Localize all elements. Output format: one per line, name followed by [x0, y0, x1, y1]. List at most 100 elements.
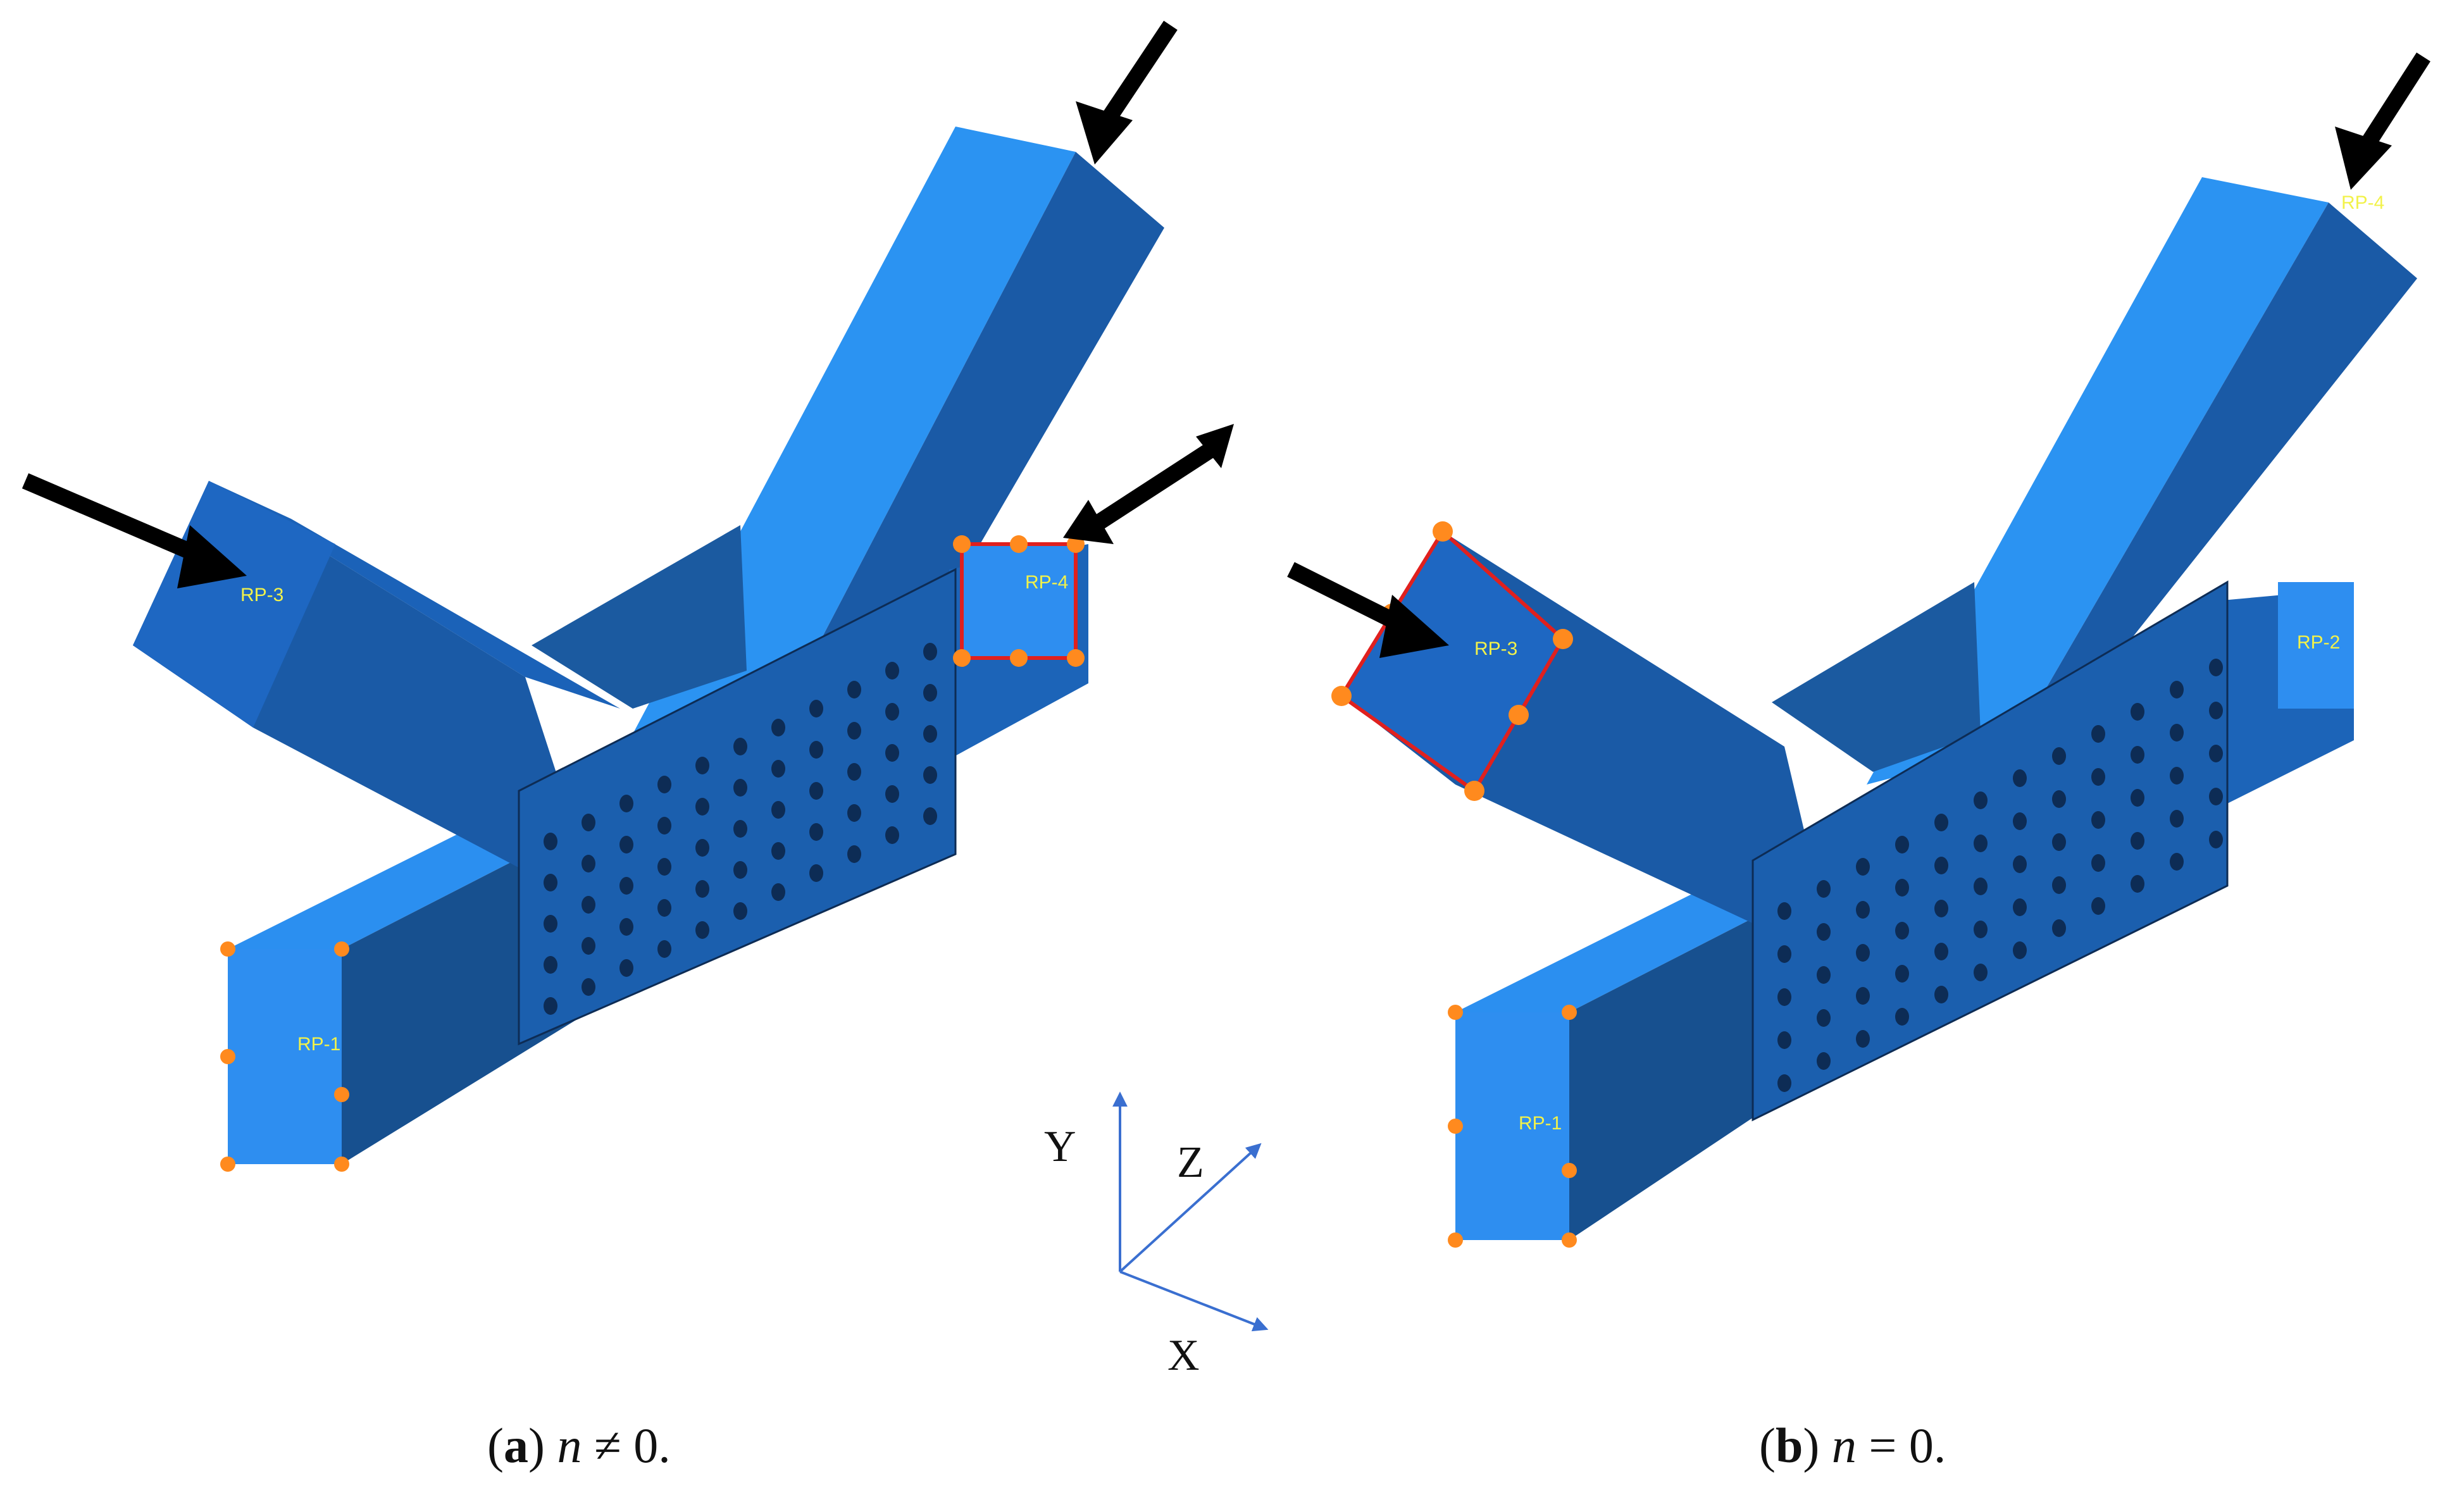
- bolt-hole: [695, 921, 709, 939]
- bolt-hole: [2170, 853, 2184, 871]
- panel-b-rp2-label: RP-2: [2297, 632, 2340, 653]
- bolt-hole: [544, 997, 557, 1015]
- bolt-hole: [1934, 814, 1948, 831]
- panel-b-diag-brace-light: [1867, 177, 2329, 785]
- bolt-hole: [582, 855, 595, 872]
- bolt-hole: [771, 842, 785, 860]
- bolt-hole: [1895, 836, 1909, 853]
- bolt-hole: [809, 741, 823, 759]
- x-axis-label: X: [1167, 1331, 1200, 1380]
- bolt-hole: [1817, 923, 1831, 941]
- bolt-hole: [2209, 659, 2223, 676]
- bolt-hole: [2170, 810, 2184, 828]
- bolt-hole: [582, 937, 595, 955]
- bolt-hole: [1856, 901, 1870, 919]
- panel-a-load-arrow-top: [1076, 20, 1178, 164]
- bolt-hole: [2170, 681, 2184, 698]
- bolt-hole: [1817, 966, 1831, 984]
- bolt-hole: [2013, 941, 2027, 959]
- bolt-hole: [1817, 1009, 1831, 1027]
- bolt-hole: [619, 836, 633, 853]
- panel-b-back-plate: [1772, 582, 1981, 772]
- panel-a-rp4-label: RP-4: [1025, 572, 1068, 593]
- bolt-hole: [733, 738, 747, 755]
- bolt-hole: [1895, 922, 1909, 940]
- bolt-hole: [809, 823, 823, 841]
- bolt-hole: [2091, 725, 2105, 743]
- bolt-hole: [2052, 790, 2066, 808]
- bolt-hole: [2091, 897, 2105, 915]
- panel-a-diag-brace-light: [633, 127, 1076, 734]
- bolt-hole: [809, 700, 823, 717]
- bolt-hole: [1777, 945, 1791, 963]
- z-axis-line: [1119, 1143, 1262, 1273]
- bolt-hole: [2013, 855, 2027, 873]
- bolt-hole: [923, 643, 937, 661]
- panel-a-load-arrow-double: [1063, 424, 1234, 544]
- bolt-hole: [885, 703, 899, 721]
- bolt-hole: [657, 940, 671, 958]
- bolt-hole: [2131, 875, 2144, 893]
- bolt-hole: [1777, 1074, 1791, 1092]
- bolt-hole: [2013, 769, 2027, 787]
- panel-b-caption: (b) n = 0.: [1759, 1418, 1946, 1473]
- bolt-hole: [733, 861, 747, 879]
- bolt-hole: [1856, 987, 1870, 1005]
- bolt-hole: [1895, 965, 1909, 983]
- bolt-hole: [2052, 833, 2066, 851]
- bolt-hole: [2131, 789, 2144, 807]
- bolt-hole: [1817, 1052, 1831, 1070]
- panel-a-rp1-end-face: [228, 949, 342, 1164]
- panel-a-back-plate: [532, 525, 747, 709]
- panel-b-rp1-end-face: [1455, 1012, 1569, 1240]
- bolt-hole: [544, 956, 557, 974]
- bolt-hole: [1856, 1030, 1870, 1048]
- bolt-hole: [885, 785, 899, 803]
- bolt-hole: [1895, 1008, 1909, 1026]
- bolt-hole: [2052, 747, 2066, 765]
- bolt-hole: [847, 763, 861, 781]
- bolt-hole: [695, 839, 709, 857]
- bolt-hole: [847, 804, 861, 822]
- bolt-hole: [923, 725, 937, 743]
- bolt-hole: [544, 874, 557, 891]
- bolt-hole: [1934, 900, 1948, 917]
- bolt-hole: [1777, 1031, 1791, 1049]
- panel-b-gusset-plate: [1752, 580, 2229, 1122]
- bolt-hole: [771, 801, 785, 819]
- bolt-hole: [2131, 703, 2144, 721]
- bolt-hole: [885, 744, 899, 762]
- bolt-hole: [1934, 986, 1948, 1003]
- bolt-hole: [2209, 745, 2223, 762]
- panel-b-diag-brace-dark: [2012, 202, 2417, 747]
- panel-b-load-arrow-top: [2335, 52, 2430, 190]
- bolt-hole: [582, 978, 595, 996]
- bolt-hole: [2131, 746, 2144, 764]
- bolt-hole: [582, 814, 595, 831]
- bolt-hole: [2209, 831, 2223, 848]
- bolt-hole: [2052, 876, 2066, 894]
- bolt-hole: [544, 915, 557, 933]
- bolt-hole: [657, 858, 671, 876]
- bolt-hole: [582, 896, 595, 914]
- bolt-hole: [733, 820, 747, 838]
- panel-a-rp3-label: RP-3: [240, 585, 283, 605]
- z-axis-label: Z: [1177, 1138, 1204, 1187]
- bolt-hole: [1974, 964, 1988, 981]
- bolt-hole: [1895, 879, 1909, 897]
- bolt-hole: [2052, 919, 2066, 937]
- bolt-hole: [2013, 812, 2027, 830]
- bolt-hole: [847, 722, 861, 740]
- panel-b-left-brace-end: [1341, 531, 1563, 791]
- panel-b-model: RP-1 RP-2 RP-3 RP-4: [1287, 52, 2430, 1248]
- bolt-hole: [2091, 768, 2105, 786]
- y-axis-label: Y: [1044, 1122, 1076, 1171]
- bolt-hole: [771, 883, 785, 901]
- panel-b-load-arrow-left: [1287, 562, 1449, 658]
- panel-a-rp4-end-face: [962, 544, 1076, 658]
- panel-a-caption: (a) n ≠ 0.: [487, 1418, 671, 1473]
- bolt-hole: [923, 807, 937, 825]
- bolt-hole: [2170, 767, 2184, 785]
- bolt-hole: [2131, 832, 2144, 850]
- x-axis-line: [1119, 1270, 1269, 1332]
